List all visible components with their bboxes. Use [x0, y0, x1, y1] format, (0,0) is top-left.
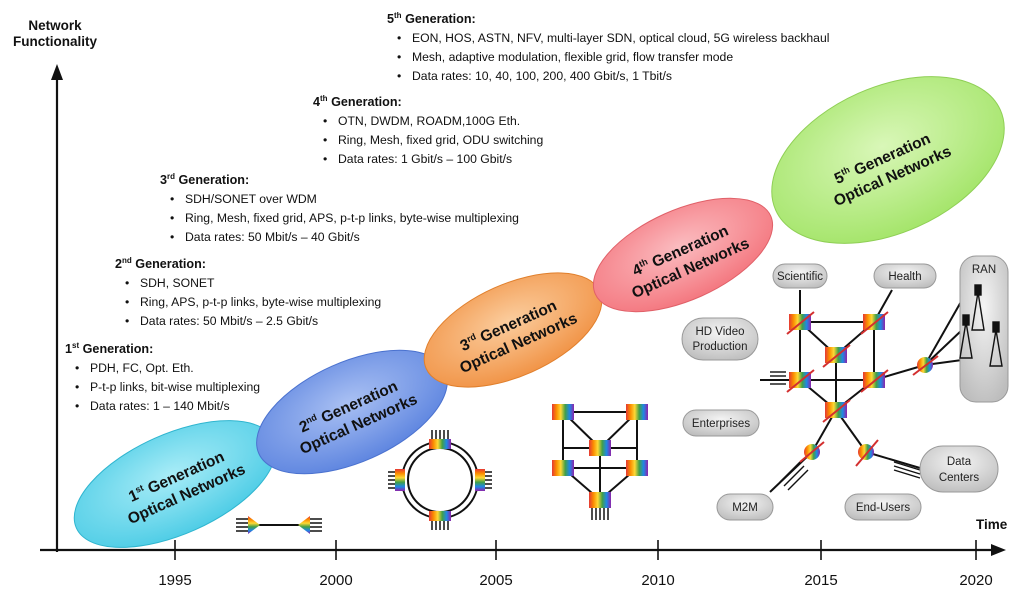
gen4-bullet: Ring, Mesh, fixed grid, ODU switching: [323, 131, 543, 150]
x-axis-arrow: [991, 544, 1006, 556]
hd-video-label-line2: Production: [693, 341, 748, 353]
year-label-2020: 2020: [959, 572, 993, 589]
y-axis-title-line2: Functionality: [13, 34, 97, 49]
gen3-mesh-icon: [552, 404, 648, 520]
year-label-2005: 2005: [479, 572, 513, 589]
scientific-label: Scientific: [777, 271, 823, 283]
gen1-description: 1st Generation: PDH, FC, Opt. Eth. P-t-p…: [65, 336, 260, 416]
gen5-network-graph: [760, 289, 963, 493]
gen3-heading: 3rd Generation:: [160, 172, 250, 188]
gen3-bullet: Ring, Mesh, fixed grid, APS, p-t-p links…: [170, 209, 519, 228]
gen2-heading: 2nd Generation:: [115, 256, 206, 272]
cell-tower-icon: [959, 284, 1003, 367]
x-axis-ticks: [174, 540, 977, 560]
gen1-bullet: P-t-p links, bit-wise multiplexing: [75, 378, 260, 397]
y-axis-title-line1: Network: [28, 18, 82, 33]
y-axis-title: Network Functionality: [13, 18, 97, 50]
data-centers-label-line1: Data: [947, 456, 972, 468]
gen4-heading: 4th Generation:: [313, 94, 402, 110]
m2m-label: M2M: [732, 502, 758, 514]
ran-label: RAN: [972, 264, 996, 276]
gen5-bullet: Data rates: 10, 40, 100, 200, 400 Gbit/s…: [397, 67, 829, 86]
year-label-2010: 2010: [641, 572, 675, 589]
gen5-heading: 5th Generation:: [387, 11, 476, 27]
gen1-ptp-link-icon: [236, 516, 322, 534]
gen1-bullet: PDH, FC, Opt. Eth.: [75, 359, 260, 378]
gen2-bullet: Ring, APS, p-t-p links, byte-wise multip…: [125, 293, 381, 312]
gen2-ring-icon: [388, 430, 492, 530]
year-label-1995: 1995: [158, 572, 192, 589]
gen2-description: 2nd Generation: SDH, SONET Ring, APS, p-…: [115, 251, 381, 331]
flow-arrow-icons: [786, 311, 939, 467]
gen5-ellipse: [771, 76, 1005, 244]
gen3-description: 3rd Generation: SDH/SONET over WDM Ring,…: [160, 167, 519, 247]
gen4-description: 4th Generation: OTN, DWDM, ROADM,100G Et…: [313, 89, 543, 169]
year-label-2015: 2015: [804, 572, 838, 589]
y-axis-arrow: [51, 64, 63, 80]
switch-node: [789, 314, 933, 460]
gen5-bullet: EON, HOS, ASTN, NFV, multi-layer SDN, op…: [397, 29, 829, 48]
gen1-heading: 1st Generation:: [65, 341, 154, 357]
gen3-bullet: SDH/SONET over WDM: [170, 190, 519, 209]
enterprises-label: Enterprises: [692, 418, 750, 430]
gen4-ellipse: [592, 197, 774, 313]
gen4-bullet: Data rates: 1 Gbit/s – 100 Gbit/s: [323, 150, 543, 169]
gen2-bullet: SDH, SONET: [125, 274, 381, 293]
x-axis-title: Time: [976, 517, 1008, 532]
hd-video-label-line1: HD Video: [695, 326, 744, 338]
gen5-bullet: Mesh, adaptive modulation, flexible grid…: [397, 48, 829, 67]
data-centers-label-line2: Centers: [939, 472, 980, 484]
gen5-description: 5th Generation: EON, HOS, ASTN, NFV, mul…: [387, 6, 829, 86]
gen4-bullet: OTN, DWDM, ROADM,100G Eth.: [323, 112, 543, 131]
gen2-bullet: Data rates: 50 Mbit/s – 2.5 Gbit/s: [125, 312, 381, 331]
health-label: Health: [888, 271, 921, 283]
end-users-label: End-Users: [856, 502, 911, 514]
gen3-bullet: Data rates: 50 Mbit/s – 40 Gbit/s: [170, 228, 519, 247]
gen1-bullet: Data rates: 1 – 140 Mbit/s: [75, 397, 260, 416]
year-label-2000: 2000: [319, 572, 353, 589]
